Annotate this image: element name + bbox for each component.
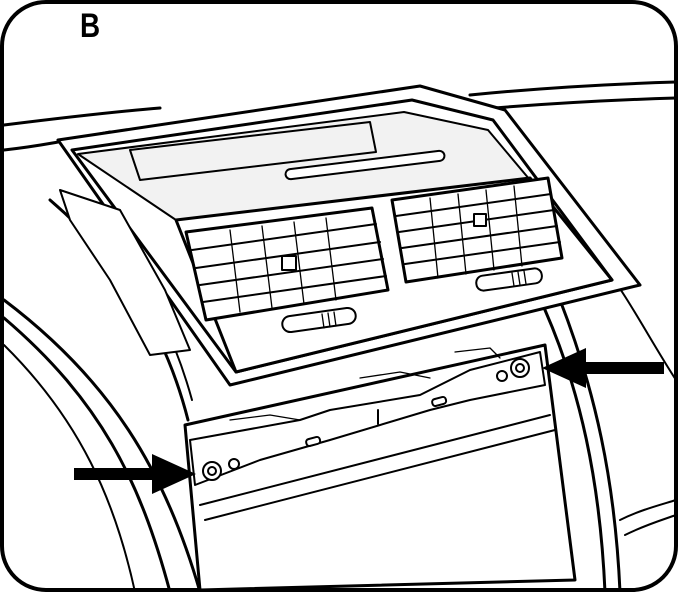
left-screw-arrow [74,454,196,494]
right-dash-curve [543,298,677,592]
right-screw-arrow [542,348,664,388]
mounting-bracket [189,347,546,486]
left-air-vent [184,206,390,334]
right-screw [496,358,530,382]
radio-opening [183,343,577,592]
left-screw [202,458,240,481]
right-air-vent [390,176,564,292]
panel-label: B [80,7,100,45]
